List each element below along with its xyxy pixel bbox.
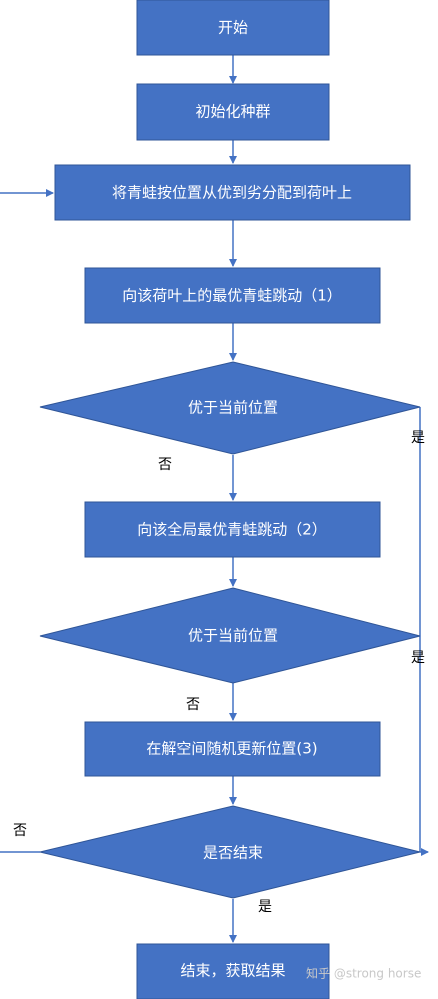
node-jump-global-label: 向该全局最优青蛙跳动（2）	[137, 521, 327, 539]
node-jump-leaf: 向该荷叶上的最优青蛙跳动（1）	[84, 267, 381, 324]
node-jump-leaf-box	[84, 267, 381, 324]
node-jump-global-box	[84, 501, 381, 558]
node-better1-label: 优于当前位置	[188, 399, 278, 417]
label-better1-no: 否	[158, 457, 172, 473]
node-assign-box	[54, 164, 411, 221]
label-finished-no: 否	[13, 823, 27, 839]
node-random-label: 在解空间随机更新位置(3)	[146, 740, 317, 758]
label-finished-yes: 是	[258, 899, 272, 915]
node-better1-diamond	[39, 361, 421, 455]
node-better2-label: 优于当前位置	[188, 627, 278, 645]
node-start-label: 开始	[218, 19, 248, 37]
node-finished: 是否结束	[39, 805, 421, 899]
node-assign-label: 将青蛙按位置从优到劣分配到荷叶上	[112, 184, 352, 202]
node-start-box	[136, 0, 330, 56]
node-better2-diamond	[39, 587, 421, 684]
node-finished-label: 是否结束	[203, 844, 263, 862]
node-end-label: 结束，获取结果	[180, 962, 285, 980]
node-end: 结束，获取结果	[136, 943, 330, 999]
edges	[0, 55, 429, 943]
node-init: 初始化种群	[136, 83, 330, 141]
label-better1-yes: 是	[411, 430, 425, 446]
node-better2: 优于当前位置	[39, 587, 421, 684]
node-jump-leaf-label: 向该荷叶上的最优青蛙跳动（1）	[122, 287, 342, 305]
label-better2-yes: 是	[411, 650, 425, 666]
node-init-box	[136, 83, 330, 141]
node-start: 开始	[136, 0, 330, 56]
node-random-box	[84, 721, 381, 777]
node-jump-global: 向该全局最优青蛙跳动（2）	[84, 501, 381, 558]
node-init-label: 初始化种群	[195, 103, 270, 121]
watermark-text: 知乎 @strong horse	[306, 967, 421, 981]
label-better2-no: 否	[186, 697, 200, 713]
node-assign: 将青蛙按位置从优到劣分配到荷叶上	[54, 164, 411, 221]
node-better1: 优于当前位置	[39, 361, 421, 455]
node-random: 在解空间随机更新位置(3)	[84, 721, 381, 777]
node-end-box	[136, 943, 330, 999]
node-finished-diamond	[39, 805, 421, 899]
